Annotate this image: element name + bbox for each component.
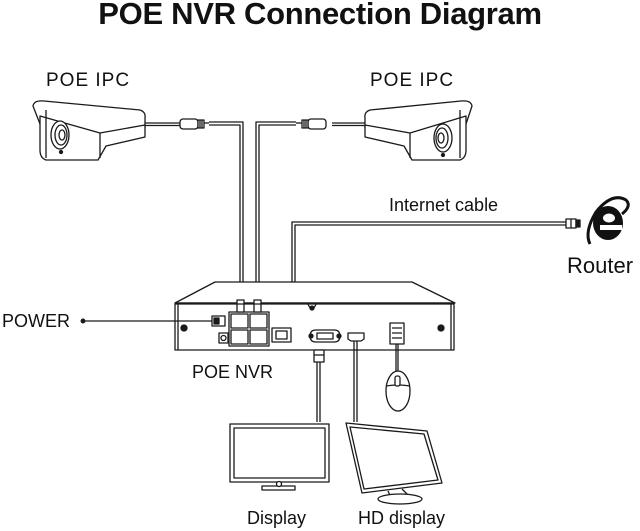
ipc-left-label: POE IPC xyxy=(46,70,131,91)
power-label: POWER xyxy=(2,311,71,331)
hd-display-label: HD display xyxy=(358,508,446,528)
display-label: Display xyxy=(247,508,307,528)
camera-right-icon xyxy=(364,100,473,161)
camera-left-icon xyxy=(32,100,146,161)
nvr-label: POE NVR xyxy=(192,362,274,382)
cable-camera-left xyxy=(209,121,244,300)
rj45-plug-icon xyxy=(565,218,581,229)
router-label: Router xyxy=(567,253,634,278)
camera-left-connector-icon xyxy=(145,118,209,130)
router-icon xyxy=(586,196,630,245)
diagram-title: POE NVR Connection Diagram xyxy=(98,0,542,31)
cable-camera-right xyxy=(255,121,296,300)
display-monitor-icon xyxy=(229,423,330,491)
camera-right-connector-icon xyxy=(296,118,365,130)
nvr-device-icon xyxy=(174,281,456,351)
power-cable xyxy=(80,318,212,324)
hd-display-monitor-icon xyxy=(345,422,443,505)
internet-cable-label: Internet cable xyxy=(389,195,499,215)
hdmi-cable xyxy=(353,341,358,422)
vga-cable xyxy=(313,349,325,422)
mouse-icon xyxy=(385,344,411,412)
ipc-right-label: POE IPC xyxy=(370,70,455,91)
